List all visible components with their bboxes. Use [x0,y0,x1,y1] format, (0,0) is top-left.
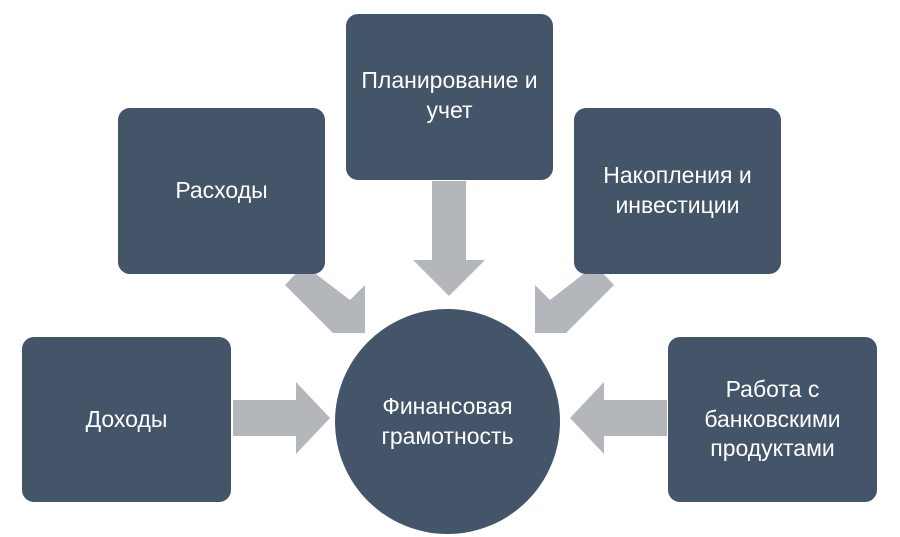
center-node-label: Финансовая грамотность [381,392,514,449]
arrow-planning [413,181,485,296]
arrow-savings [535,265,614,333]
node-planning: Планирование и учет [346,14,553,180]
center-node: Финансовая грамотность [335,309,560,534]
node-expenses: Расходы [118,108,325,274]
node-savings: Накопления и инвестиции [574,108,781,274]
node-expenses-label: Расходы [175,177,268,204]
arrow-expenses [285,265,365,333]
arrow-banking [570,382,667,454]
node-income-label: Доходы [85,405,168,432]
node-banking: Работа с банковскими продуктами [668,337,877,502]
node-planning-label: Планирование и учет [361,67,538,123]
arrow-income [233,382,330,454]
node-income: Доходы [22,337,231,502]
node-savings-label: Накопления и инвестиции [603,162,752,218]
node-banking-label: Работа с банковскими продуктами [704,375,841,462]
